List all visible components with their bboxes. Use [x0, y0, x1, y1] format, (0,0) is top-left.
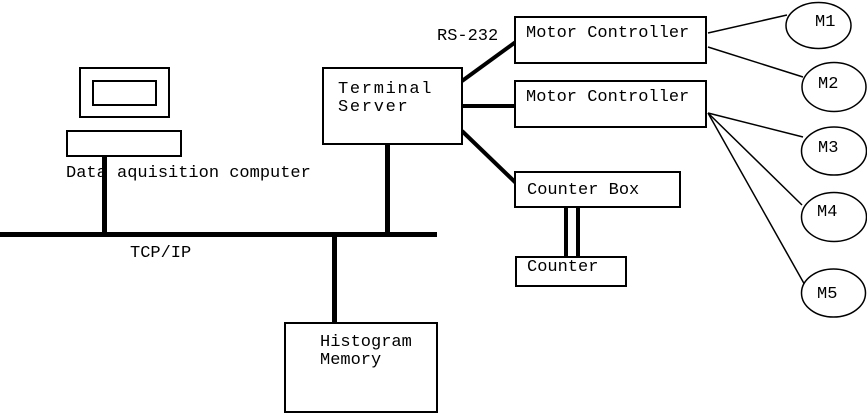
counter-box: Counter Box: [514, 171, 681, 208]
tcp-ip-bus-line: [0, 232, 437, 237]
line-motor-controller-2-to-m3: [707, 112, 804, 138]
terminal-server-box: Terminal Server: [322, 67, 463, 145]
motor-controller-2-box: Motor Controller: [514, 80, 707, 128]
histogram-drop-line: [332, 236, 337, 324]
line-motor-controller-2-to-m4: [707, 112, 803, 206]
motor-m1-node: [785, 1, 852, 50]
terminal-server-drop-line: [385, 144, 390, 233]
counter-unit-box: Counter: [515, 256, 627, 287]
line-motor-controller-1-to-m2: [707, 46, 804, 78]
counter-link-line-right: [576, 207, 580, 257]
motor-m1-label: M1: [815, 13, 836, 32]
motor-m5-label: M5: [817, 285, 838, 304]
motor-m3-label: M3: [818, 139, 839, 158]
tcp-ip-label: TCP/IP: [130, 244, 192, 263]
monitor-screen: [92, 80, 157, 106]
line-motor-controller-2-to-m5: [707, 112, 807, 288]
data-acquisition-computer-label: Data aquisition computer: [66, 164, 311, 183]
line-motor-controller-1-to-m1: [707, 14, 788, 34]
counter-link-line-left: [564, 207, 568, 257]
histogram-memory-box: Histogram Memory: [284, 322, 438, 413]
motor-controller-1-box: Motor Controller: [514, 16, 707, 64]
dac-bus-drop-line: [102, 156, 107, 233]
line-terminal-server-to-counter-box: [460, 129, 519, 186]
rs232-label: RS-232: [437, 27, 499, 46]
motor-m5-node: [800, 268, 867, 318]
keyboard-icon: [66, 130, 182, 157]
motor-m2-node: [801, 61, 867, 113]
motor-m2-label: M2: [818, 75, 839, 94]
line-terminal-server-to-motor-controller-1: [460, 39, 519, 83]
motor-m4-label: M4: [817, 203, 838, 222]
